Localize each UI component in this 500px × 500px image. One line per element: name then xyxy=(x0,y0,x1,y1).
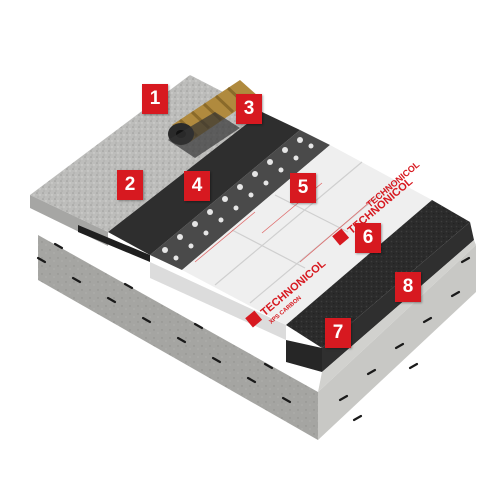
layer-marker-3: 3 xyxy=(236,94,262,124)
layer-marker-4: 4 xyxy=(184,171,210,201)
rebar-ends-front xyxy=(36,242,292,404)
xps-boards-top xyxy=(182,145,432,325)
drainage-dimples xyxy=(162,137,314,261)
layer-marker-1: 1 xyxy=(142,84,168,114)
wool-layer-top xyxy=(286,200,470,348)
rebar-ends-side xyxy=(338,256,471,422)
layer-marker-7: 7 xyxy=(325,318,351,348)
layer-marker-6: 6 xyxy=(355,223,381,253)
layer-marker-2: 2 xyxy=(117,170,143,200)
wool-layer-edge xyxy=(286,340,322,372)
layer-marker-5: 5 xyxy=(290,173,316,203)
membrane-edge xyxy=(78,225,150,262)
layer-marker-8: 8 xyxy=(395,272,421,302)
concrete-slab-top-rim xyxy=(318,240,476,392)
concrete-slab-side xyxy=(318,245,476,440)
drainage-layer xyxy=(150,130,330,270)
